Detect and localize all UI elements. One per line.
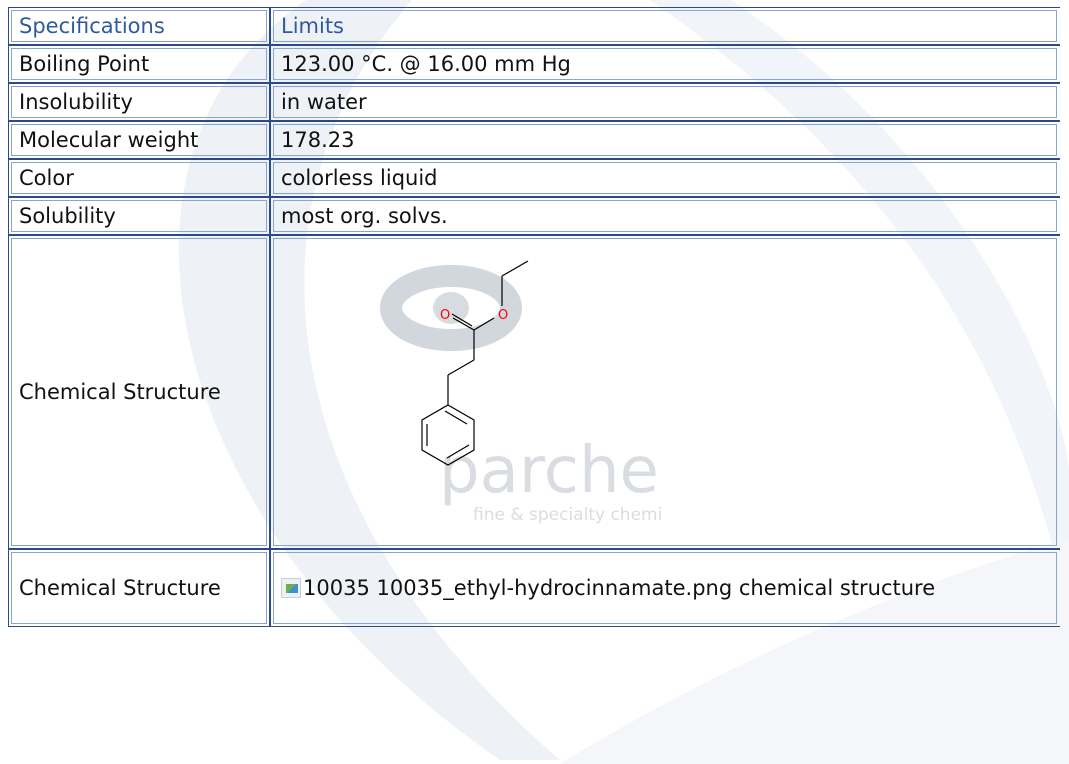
spec-label: Boiling Point (8, 45, 270, 83)
table-row: Solubility most org. solvs. (8, 197, 1060, 235)
spec-value: 123.00 °C. @ 16.00 mm Hg (270, 45, 1060, 83)
table-row: Boiling Point 123.00 °C. @ 16.00 mm Hg (8, 45, 1060, 83)
spec-label: Color (8, 159, 270, 197)
header-limits: Limits (270, 7, 1060, 45)
table-header-row: Specifications Limits (8, 7, 1060, 45)
spec-value: colorless liquid (270, 159, 1060, 197)
image-alt-text: 10035 10035_ethyl-hydrocinnamate.png che… (303, 576, 936, 600)
table-row: Color colorless liquid (8, 159, 1060, 197)
table-row: Molecular weight 178.23 (8, 121, 1060, 159)
table-row-structure: Chemical Structure parchem fine & specia… (8, 235, 1060, 549)
oxygen-atom-label: O (440, 308, 450, 323)
table-row: Insolubility in water (8, 83, 1060, 121)
spec-label: Solubility (8, 197, 270, 235)
spec-label: Chemical Structure (8, 549, 270, 627)
spec-label: Molecular weight (8, 121, 270, 159)
spec-value: most org. solvs. (270, 197, 1060, 235)
spec-label: Insolubility (8, 83, 270, 121)
oxygen-atom-label: O (498, 308, 508, 323)
molecule-bonds (421, 260, 529, 466)
specifications-table: Specifications Limits Boiling Point 123.… (8, 7, 1060, 627)
broken-image-cell: 10035 10035_ethyl-hydrocinnamate.png che… (270, 549, 1060, 627)
header-specifications: Specifications (8, 7, 270, 45)
spec-value: 178.23 (270, 121, 1060, 159)
spec-value: in water (270, 83, 1060, 121)
broken-image-icon (281, 578, 301, 598)
table-row-structure-image: Chemical Structure 10035 10035_ethyl-hyd… (8, 549, 1060, 627)
spec-label: Chemical Structure (8, 235, 270, 549)
watermark-brand: parchem (439, 434, 661, 508)
